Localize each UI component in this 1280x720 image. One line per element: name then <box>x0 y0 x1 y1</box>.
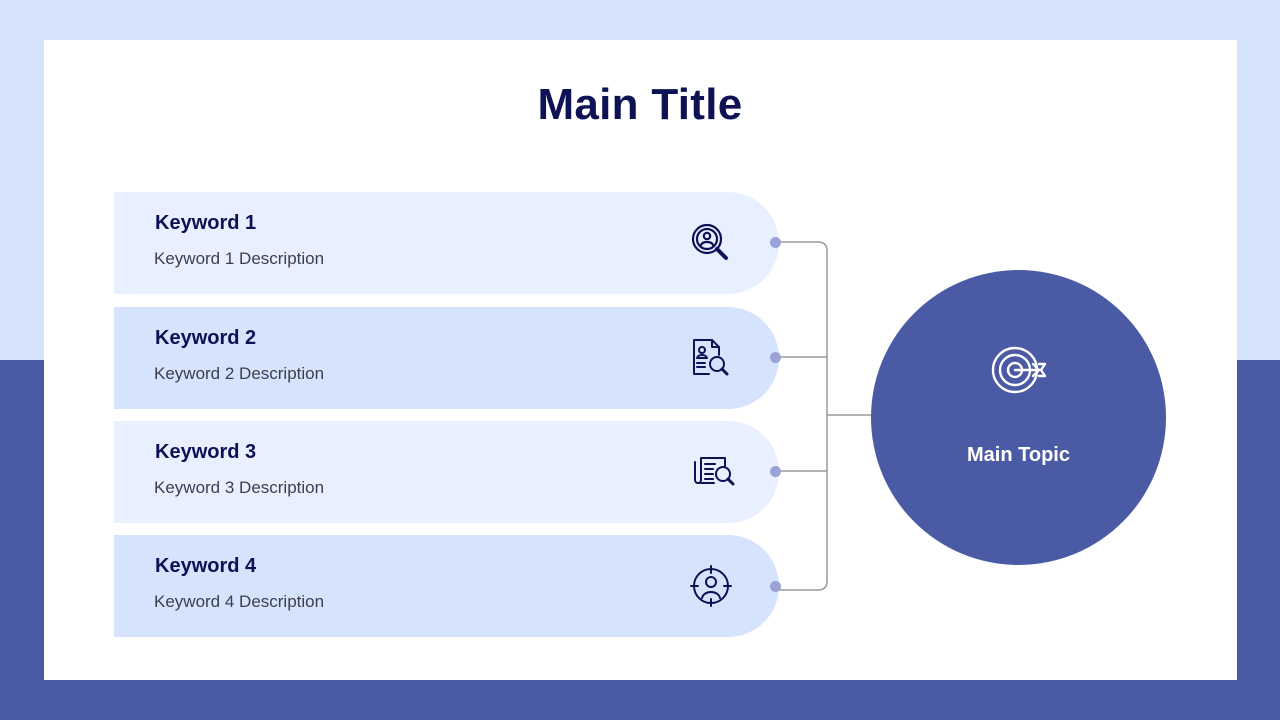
main-topic-label: Main Topic <box>967 444 1070 466</box>
keyword-card-1: Keyword 1 Keyword 1 Description <box>114 192 779 294</box>
connector-dot-2 <box>770 352 781 363</box>
connector-dot-1 <box>770 237 781 248</box>
document-search-icon <box>693 339 729 376</box>
main-topic-circle: Main Topic <box>871 270 1166 565</box>
keyword-description: Keyword 1 Description <box>154 249 325 268</box>
connector-dot-3 <box>770 466 781 477</box>
news-search-icon <box>694 457 735 486</box>
connector-dot-4 <box>770 581 781 592</box>
keyword-title: Keyword 2 <box>155 327 257 349</box>
keyword-title: Keyword 4 <box>155 555 257 577</box>
keyword-description: Keyword 2 Description <box>154 364 325 383</box>
main-title: Main Title <box>537 80 743 129</box>
keyword-description: Keyword 4 Description <box>154 592 325 611</box>
keyword-title: Keyword 1 <box>155 212 257 234</box>
keyword-card-4: Keyword 4 Keyword 4 Description <box>114 535 779 637</box>
keyword-title: Keyword 3 <box>155 441 257 463</box>
keyword-card-3: Keyword 3 Keyword 3 Description <box>114 421 779 523</box>
user-search-icon <box>691 223 728 260</box>
keyword-description: Keyword 3 Description <box>154 478 325 497</box>
user-target-icon <box>690 565 732 607</box>
keyword-card-2: Keyword 2 Keyword 2 Description <box>114 307 779 409</box>
target-arrow-icon <box>991 346 1047 394</box>
